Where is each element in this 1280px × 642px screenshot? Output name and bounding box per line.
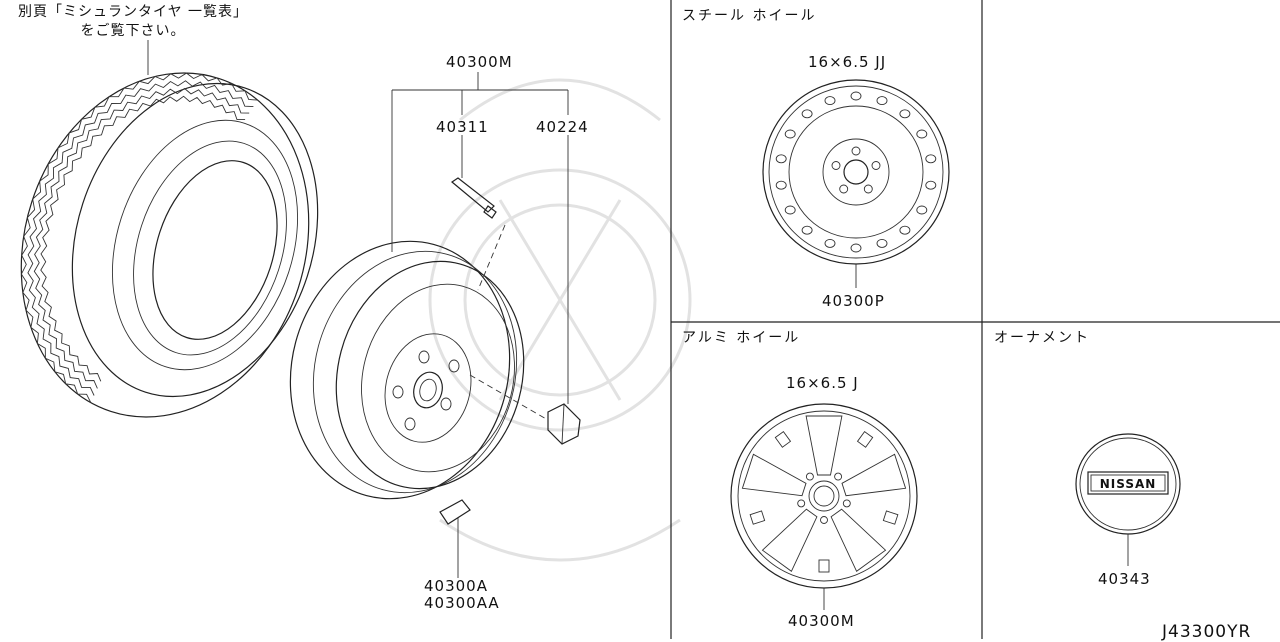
steel-vent-hole — [784, 129, 796, 139]
steel-lug-hole — [871, 161, 881, 170]
tire-note-line2: をご覧下さい。 — [80, 23, 186, 39]
alloy-lug-hole — [842, 499, 851, 508]
assembly-bracket — [391, 72, 569, 578]
watermark-emblem — [428, 78, 692, 562]
steel-vent-hole — [801, 109, 813, 119]
steel-vent-hole — [784, 205, 796, 215]
alloy-spoke — [805, 415, 843, 476]
steel-vent-hole — [850, 243, 862, 253]
panel-dividers — [670, 0, 1280, 639]
steel-vent-hole — [916, 205, 928, 215]
alloy-spoke — [830, 508, 887, 572]
alloy-window — [818, 559, 830, 573]
steel-vent-hole — [850, 91, 862, 101]
steel-vent-hole — [925, 154, 937, 164]
alloy-window — [749, 510, 766, 525]
steel-vent-hole — [775, 154, 787, 164]
alloy-window — [882, 510, 899, 525]
steel-wheel-title: スチール ホイール — [682, 8, 817, 24]
steel-vent-hole — [775, 180, 787, 190]
alloy-lug-hole — [805, 472, 814, 481]
label-valve-40311: 40311 — [436, 118, 489, 136]
alloy-wheel-title: アルミ ホイール — [682, 330, 801, 346]
steel-vent-hole — [801, 225, 813, 235]
steel-vent-hole — [916, 129, 928, 139]
main-wheel-illustration — [289, 240, 525, 500]
steel-vent-hole — [925, 180, 937, 190]
steel-lug-hole — [851, 146, 861, 156]
ornament-title: オーナメント — [994, 330, 1090, 346]
tire-tread-zigzag — [40, 95, 246, 382]
steel-vent-hole — [899, 109, 911, 119]
steel-lug-hole — [863, 184, 873, 194]
alloy-spoke — [841, 453, 907, 497]
tire-note-line1: 別頁「ミシュランタイヤ 一覧表」 — [18, 4, 249, 20]
tire-illustration — [20, 72, 319, 418]
steel-vent-hole — [899, 225, 911, 235]
label-nut-40224: 40224 — [536, 118, 589, 136]
label-ornament-40343: 40343 — [1098, 570, 1151, 588]
steel-wheel-illustration — [762, 79, 950, 265]
label-steel-40300p: 40300P — [822, 292, 885, 310]
tire-tread-zigzag — [33, 87, 250, 389]
tire-tread-zigzag — [27, 80, 254, 396]
steel-vent-hole — [876, 238, 888, 248]
tire-reference-note: 別頁「ミシュランタイヤ 一覧表」 をご覧下さい。 — [18, 3, 248, 41]
valve-dash-line — [477, 224, 506, 291]
steel-vent-hole — [824, 238, 836, 248]
ornament-illustration: NISSAN — [1075, 433, 1181, 535]
nut-dash-line — [469, 374, 549, 421]
tire-tread-zigzag — [20, 72, 258, 403]
label-weight-40300aa: 40300AA — [424, 594, 500, 612]
steel-vent-hole — [824, 96, 836, 106]
balance-weight-illustration — [439, 499, 471, 525]
alloy-lug-hole — [834, 472, 843, 481]
alloy-wheel-illustration — [730, 403, 918, 589]
alloy-window — [774, 430, 792, 448]
steel-lug-hole — [831, 161, 841, 170]
label-assembly-40300m: 40300M — [446, 53, 513, 71]
alloy-spoke — [741, 453, 807, 497]
alloy-wheel-size: 16×6.5 J — [786, 374, 859, 392]
label-weight-40300a: 40300A — [424, 577, 488, 595]
alloy-spoke — [761, 508, 818, 572]
steel-wheel-size: 16×6.5 JJ — [808, 53, 887, 71]
valve-stem-illustration — [450, 177, 497, 219]
alloy-lug-hole — [820, 516, 828, 524]
ornament-badge-text: NISSAN — [1100, 477, 1157, 491]
alloy-window — [856, 430, 874, 448]
alloy-lug-hole — [797, 499, 806, 508]
label-alloy-40300m: 40300M — [788, 612, 855, 630]
diagram-id: J43300YR — [1162, 622, 1252, 642]
steel-lug-hole — [839, 184, 849, 194]
steel-vent-hole — [876, 96, 888, 106]
lug-nut-illustration — [547, 403, 581, 445]
